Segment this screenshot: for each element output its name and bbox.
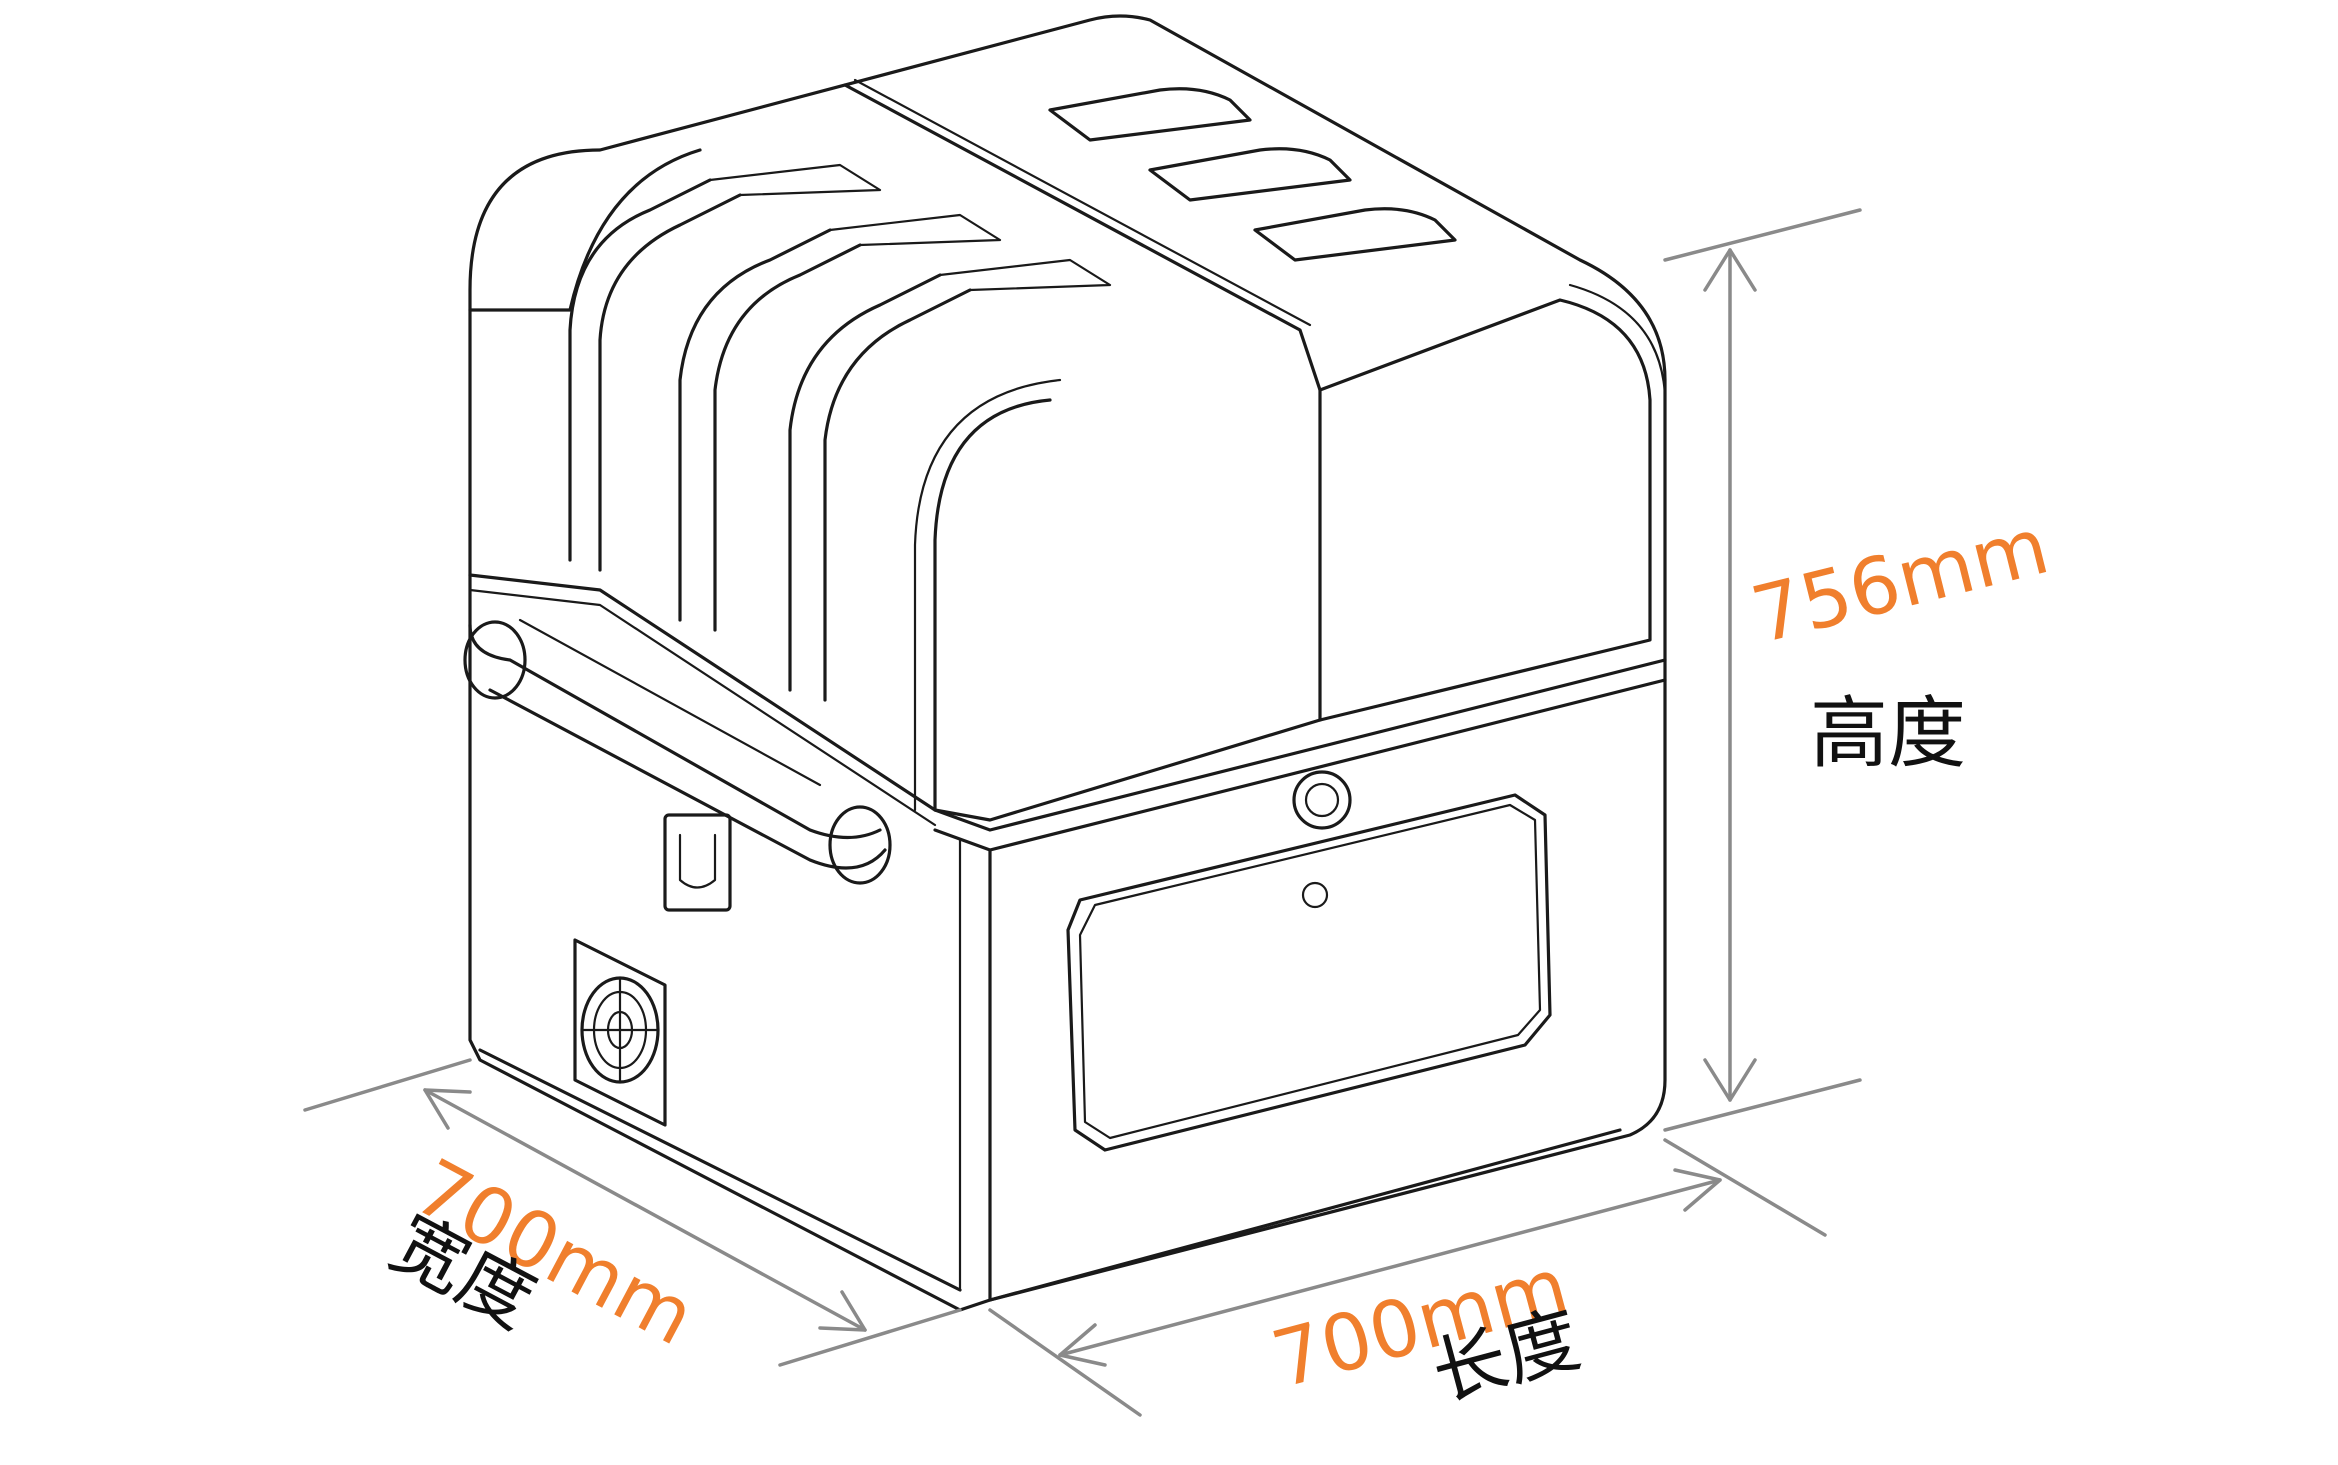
width-arrow-end — [818, 1290, 867, 1332]
side-carry-handle — [463, 618, 892, 885]
left-lid-grooves — [568, 163, 1112, 702]
height-label: 高度 — [1810, 689, 1967, 779]
width-dimension — [303, 1058, 962, 1367]
front-window — [1066, 793, 1552, 1152]
width-arrow-start — [423, 1088, 472, 1130]
latch-bracket — [663, 813, 732, 912]
lock-knob — [1292, 770, 1352, 830]
length-arrow-end — [1673, 1168, 1722, 1212]
lid-center-seam — [843, 83, 1322, 722]
left-lid-panel — [468, 148, 702, 312]
length-arrow-start — [1058, 1323, 1107, 1367]
front-rounded-edge — [933, 398, 1322, 822]
height-dimension — [1663, 208, 1862, 1132]
length-dimension-line — [1058, 1178, 1722, 1357]
right-lid-grooves — [1048, 87, 1457, 262]
width-dimension-line — [423, 1088, 867, 1332]
length-dimension — [988, 1138, 1827, 1417]
height-arrow-bottom — [1703, 1058, 1757, 1102]
fan-vent — [573, 938, 667, 1127]
box-outline — [468, 14, 1667, 1312]
height-arrow-top — [1703, 248, 1757, 292]
storage-box-illustration — [463, 14, 1667, 1312]
